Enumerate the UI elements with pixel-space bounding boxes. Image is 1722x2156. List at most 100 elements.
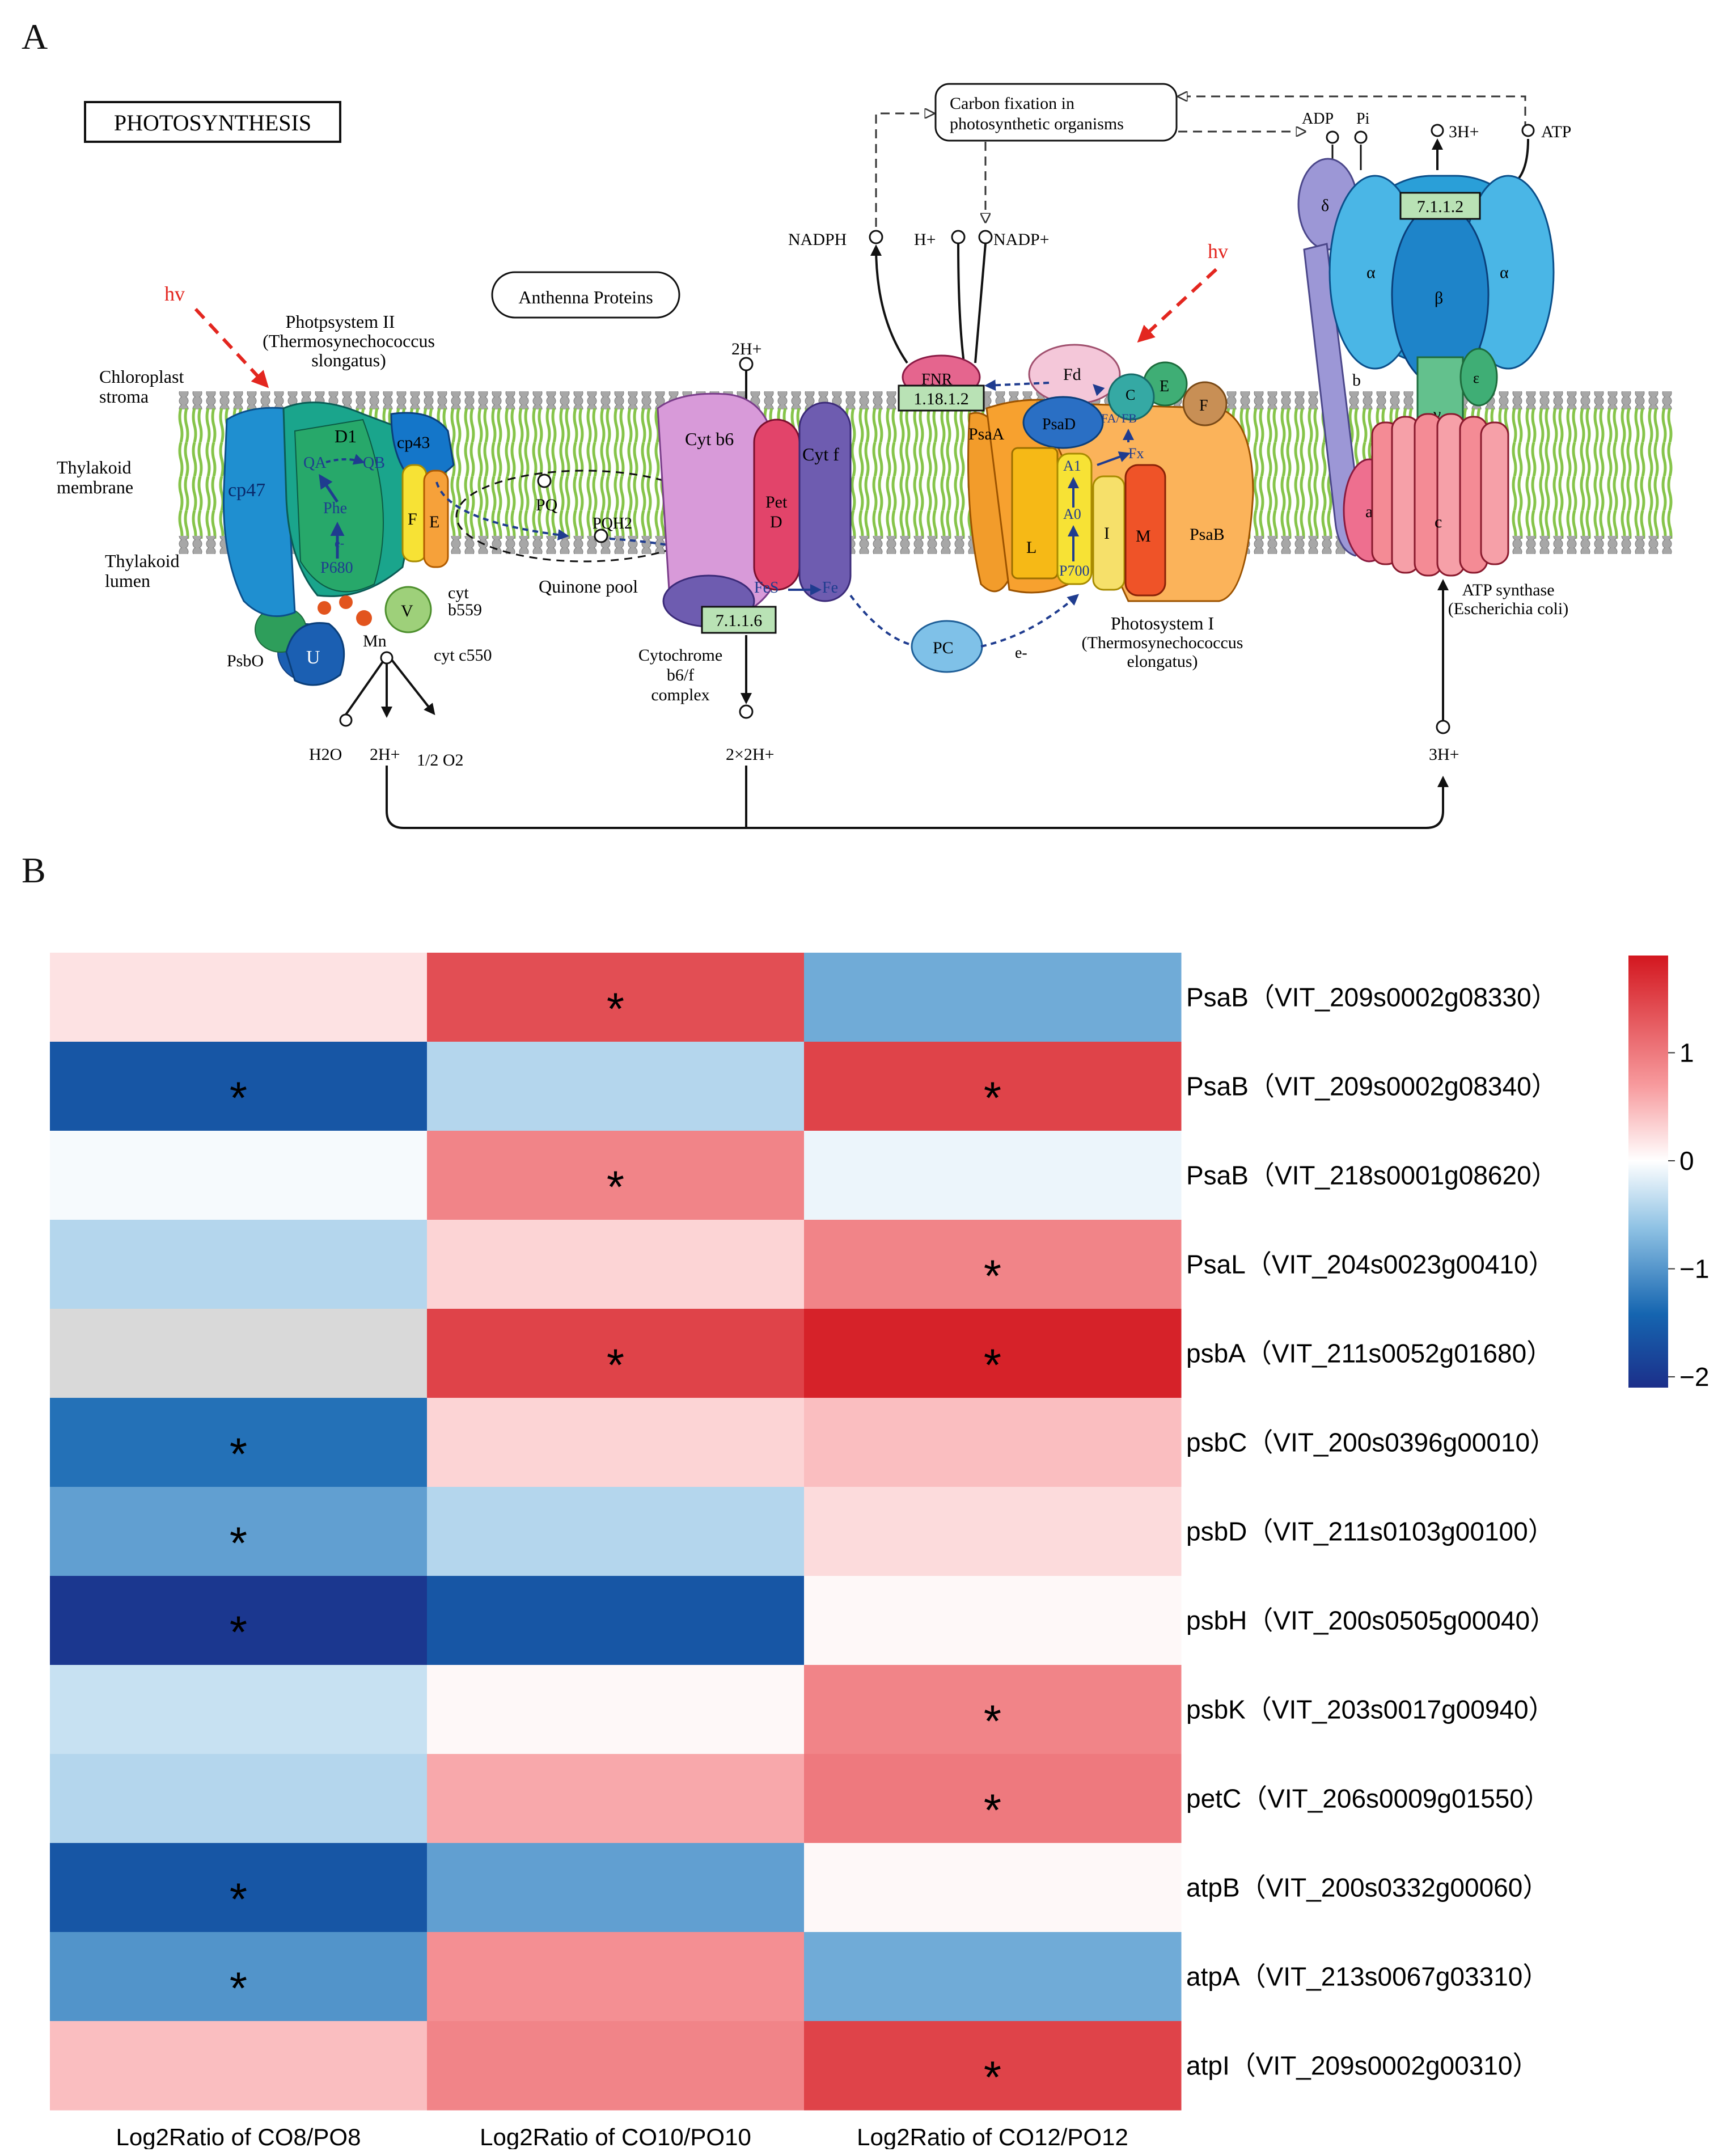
carbon-fixation-cycle: Carbon fixation in photosynthetic organi… — [788, 83, 1526, 364]
colorbar-tick-label: 0 — [1679, 1146, 1694, 1176]
heatmap-cell — [50, 1754, 428, 1844]
heatmap-row-label: PsaB（VIT_218s0001g08620） — [1186, 1161, 1558, 1190]
heatmap-cell — [50, 1042, 428, 1131]
svg-text:PsaA: PsaA — [968, 425, 1005, 443]
svg-text:Fx: Fx — [1128, 445, 1144, 462]
svg-text:F: F — [1199, 397, 1208, 415]
svg-text:(Escherichia coli): (Escherichia coli) — [1448, 599, 1568, 618]
significance-star: * — [230, 1073, 247, 1123]
hv-label-left: hv — [164, 282, 185, 305]
heatmap-cell — [804, 1754, 1182, 1844]
svg-text:Phe: Phe — [323, 500, 347, 517]
ec-7112: 7.1.1.2 — [1417, 197, 1464, 216]
svg-text:FA/: FA/ — [1101, 411, 1120, 425]
svg-text:PQH2: PQH2 — [593, 515, 632, 532]
colorbar-ticks: 10−1−2 — [1668, 1038, 1709, 1392]
svg-text:I: I — [1104, 524, 1110, 543]
colorbar — [1628, 956, 1668, 1388]
heatmap-cell — [427, 1309, 805, 1398]
svg-text:M: M — [1136, 527, 1151, 546]
svg-text:elongatus): elongatus) — [1127, 652, 1198, 671]
svg-text:L: L — [1026, 538, 1036, 557]
svg-text:V: V — [401, 602, 413, 620]
svg-text:H+: H+ — [914, 230, 936, 249]
heatmap-cell — [50, 1932, 428, 2022]
svg-text:C: C — [1126, 387, 1135, 403]
significance-star: * — [984, 1340, 1001, 1390]
significance-star: * — [984, 2052, 1001, 2103]
svg-text:Cytochrome: Cytochrome — [638, 646, 722, 665]
heatmap-row-label: psbC（VIT_200s0396g00010） — [1186, 1428, 1556, 1457]
heatmap-cell — [50, 1309, 428, 1398]
heatmap-cell — [427, 1220, 805, 1309]
panel-a-letter: A — [22, 16, 48, 57]
svg-text:b: b — [1352, 371, 1361, 390]
significance-star: * — [607, 984, 624, 1034]
heatmap-cell — [427, 1576, 805, 1665]
svg-text:Fd: Fd — [1063, 365, 1081, 384]
svg-text:2H+: 2H+ — [731, 340, 762, 358]
svg-text:α: α — [1500, 263, 1509, 282]
svg-text:Photpsystem II: Photpsystem II — [286, 311, 395, 332]
heatmap-row-label: psbA（VIT_211s0052g01680） — [1186, 1339, 1552, 1368]
heatmap-row-label: psbD（VIT_211s0103g00100） — [1186, 1517, 1554, 1546]
heatmap-significance-marks: *************** — [230, 984, 1001, 2103]
heatmap-row-label: PsaB（VIT_209s0002g08330） — [1186, 983, 1558, 1012]
heatmap-cell — [804, 1487, 1182, 1576]
significance-star: * — [230, 1429, 247, 1479]
svg-text:QB: QB — [363, 454, 385, 472]
heatmap-cell — [804, 1309, 1182, 1398]
heatmap-row-label: psbK（VIT_203s0017g00940） — [1186, 1695, 1555, 1724]
svg-text:c: c — [1435, 513, 1442, 531]
svg-text:NADPH: NADPH — [788, 230, 847, 249]
svg-text:A0: A0 — [1063, 506, 1081, 522]
svg-text:e-: e- — [1015, 644, 1027, 662]
heatmap-chart: *************** PsaB（VIT_209s0002g08330）… — [50, 953, 1709, 2149]
svg-text:ε: ε — [1473, 370, 1479, 386]
proton-flow-line — [386, 766, 1449, 829]
heatmap-cell — [427, 1843, 805, 1933]
heatmap-cell — [50, 1487, 428, 1576]
heatmap-cell — [427, 1398, 805, 1487]
svg-text:δ: δ — [1321, 196, 1329, 215]
antenna-proteins-label: Anthenna Proteins — [518, 287, 653, 307]
svg-text:slongatus): slongatus) — [311, 350, 386, 370]
heatmap-column-label: Log2Ratio of CO10/PO10 — [480, 2124, 751, 2149]
heatmap-cell — [804, 1576, 1182, 1665]
heatmap-cell — [50, 1843, 428, 1933]
stroma-label-1: Chloroplast — [99, 366, 184, 387]
svg-text:FeS: FeS — [754, 579, 779, 597]
svg-text:b559: b559 — [448, 601, 482, 619]
heatmap-cell — [427, 953, 805, 1042]
stroma-label-2: stroma — [99, 386, 149, 407]
svg-text:(Thermosynechococcus: (Thermosynechococcus — [1082, 633, 1243, 652]
significance-star: * — [607, 1340, 624, 1390]
heatmap-row-label: atpB（VIT_200s0332g00060） — [1186, 1873, 1548, 1903]
heatmap-cells — [50, 953, 1182, 2111]
heatmap-cell — [804, 2021, 1182, 2111]
significance-star: * — [984, 1073, 1001, 1123]
svg-text:cyt: cyt — [448, 584, 469, 602]
svg-text:FB: FB — [1122, 411, 1137, 425]
heatmap-cell — [427, 2021, 805, 2111]
svg-text:U: U — [306, 647, 320, 668]
svg-text:Cyt b6: Cyt b6 — [685, 429, 734, 449]
svg-text:complex: complex — [651, 686, 709, 704]
svg-text:P700: P700 — [1059, 563, 1089, 579]
svg-text:ATP synthase: ATP synthase — [1462, 581, 1554, 599]
svg-text:a: a — [1365, 502, 1373, 521]
heatmap-cell — [427, 1932, 805, 2022]
heatmap-cell — [50, 1220, 428, 1309]
svg-text:Pet: Pet — [765, 493, 788, 511]
svg-text:cp43: cp43 — [397, 433, 430, 452]
ec-7116: 7.1.1.6 — [716, 611, 763, 630]
significance-star: * — [230, 1607, 247, 1658]
heatmap-cell — [50, 1131, 428, 1220]
psbo-label: PsbO — [227, 652, 264, 670]
svg-text:Photosystem I: Photosystem I — [1111, 613, 1214, 633]
photosynthesis-pathway-diagram: PHOTOSYNTHESIS Chloroplast stroma Thylak… — [57, 83, 1673, 829]
svg-text:NADP+: NADP+ — [993, 230, 1050, 249]
heatmap-row-label: atpI（VIT_209s0002g00310） — [1186, 2051, 1538, 2081]
ec-11812: 1.18.1.2 — [913, 390, 969, 408]
